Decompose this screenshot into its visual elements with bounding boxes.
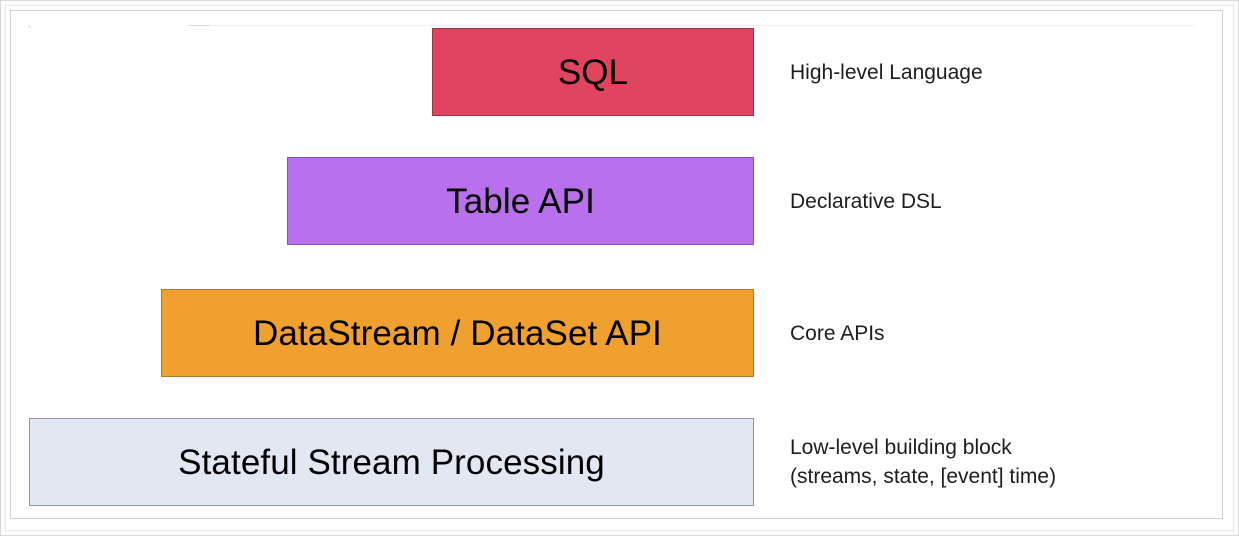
- layer-caption-line-1: Core APIs: [790, 321, 885, 345]
- layer-box-table-api[interactable]: Table API: [287, 157, 754, 245]
- corner-marker: [28, 25, 31, 28]
- layer-caption-line-1: Low-level building block: [790, 436, 1012, 459]
- diagram-canvas: SQL High-level Language Table API Declar…: [11, 11, 1222, 518]
- layer-caption-sql: High-level Language: [790, 28, 983, 116]
- layer-caption-line-2: (streams, state, [event] time): [790, 465, 1057, 488]
- layer-caption-line-1: Declarative DSL: [790, 189, 942, 213]
- layer-caption-line-1: High-level Language: [790, 60, 983, 84]
- layer-box-stateful-stream-processing[interactable]: Stateful Stream Processing: [29, 418, 754, 506]
- layer-box-label-table-api: Table API: [446, 181, 595, 221]
- layer-caption-table-api: Declarative DSL: [790, 157, 942, 245]
- layer-box-label-stateful-stream-processing: Stateful Stream Processing: [178, 442, 605, 482]
- layer-caption-datastream-dataset-api: Core APIs: [790, 289, 885, 377]
- layer-caption-stateful-stream-processing: Low-level building block (streams, state…: [790, 418, 1056, 506]
- layer-box-label-sql: SQL: [557, 52, 629, 92]
- layer-box-sql[interactable]: SQL: [432, 28, 754, 116]
- top-divider-rule: [188, 25, 1195, 26]
- layer-box-datastream-dataset-api[interactable]: DataStream / DataSet API: [161, 289, 754, 377]
- layer-box-label-datastream-dataset-api: DataStream / DataSet API: [253, 313, 662, 353]
- top-divider-rule-accent: [188, 25, 210, 26]
